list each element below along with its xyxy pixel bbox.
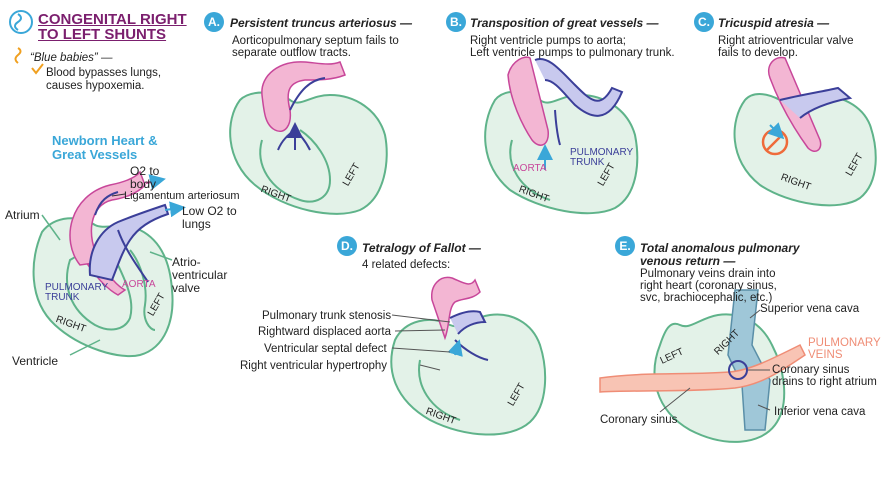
defect-2: Rightward displaced aorta	[258, 326, 391, 338]
panel-b-heart	[484, 56, 639, 215]
panel-e-badge: E.	[615, 236, 635, 256]
panel-b-pulmonary: PULMONARY TRUNK	[570, 147, 634, 168]
pulmonary-veins-label: PULMONARY VEINS	[808, 337, 881, 361]
panel-b-desc: Right ventricle pumps to aorta; Left ven…	[470, 35, 675, 59]
panel-a-badge: A.	[204, 12, 224, 32]
panel-e-desc: Pulmonary veins drain into right heart (…	[640, 268, 777, 304]
squiggle-icon	[14, 47, 22, 64]
panel-e-heart	[599, 289, 806, 443]
panel-c-title: Tricuspid atresia —	[718, 16, 830, 30]
defect-1: Pulmonary trunk stenosis	[262, 310, 392, 322]
ligamentum-label: Ligamentum arteriosum	[124, 190, 240, 202]
low-o2-label: Low O2 to lungs	[182, 204, 237, 231]
ventricle-label: Ventricle	[12, 354, 59, 368]
panel-a-heart	[229, 61, 388, 215]
defect-4: Right ventricular hypertrophy	[240, 360, 388, 372]
aorta-label: AORTA	[122, 279, 156, 290]
header-logo-icon	[9, 10, 33, 34]
panel-c-desc: Right atrioventricular valve fails to de…	[718, 35, 854, 59]
inferior-vena-cava-label: Inferior vena cava	[774, 406, 866, 418]
panel-b-title: Transposition of great vessels —	[470, 16, 659, 30]
panel-a-desc: Aorticopulmonary septum fails to separat…	[232, 35, 399, 59]
panel-c-heart	[733, 56, 877, 207]
panel-d-desc: 4 related defects:	[362, 259, 451, 271]
panel-b-aorta: AORTA	[513, 163, 547, 174]
newborn-heart	[32, 170, 186, 358]
panel-d-title: Tetralogy of Fallot —	[362, 241, 481, 255]
pulmonary-trunk-label: PULMONARY TRUNK	[45, 282, 109, 303]
newborn-heading: Newborn Heart & Great Vessels	[52, 133, 158, 162]
panel-b-badge: B.	[446, 12, 466, 32]
page-title: CONGENITAL RIGHT TO LEFT SHUNTS	[38, 11, 187, 43]
panel-d-heart	[390, 276, 547, 436]
superior-vena-cava-label: Superior vena cava	[760, 303, 860, 315]
panel-e-title: Total anomalous pulmonary venous return …	[640, 241, 800, 268]
blue-babies-label: “Blue babies” —	[30, 52, 113, 64]
bullet-line-1: Blood bypasses lungs,	[46, 67, 162, 79]
coronary-sinus-drains-label: Coronary sinus drains to right atrium	[772, 364, 877, 388]
panel-c-badge: C.	[694, 12, 714, 32]
panel-d-badge: D.	[337, 236, 357, 256]
atrioventricular-label: Atrio- ventricular valve	[172, 255, 228, 295]
atrium-label: Atrium	[5, 208, 40, 222]
bullet-line-2: causes hypoxemia.	[46, 80, 145, 92]
coronary-sinus-label: Coronary sinus	[600, 414, 678, 426]
panel-a-title: Persistent truncus arteriosus —	[230, 16, 413, 30]
defect-3: Ventricular septal defect	[264, 343, 387, 355]
o2-to-body-label: O2 to body	[130, 164, 160, 191]
checkmark-icon	[31, 63, 44, 75]
